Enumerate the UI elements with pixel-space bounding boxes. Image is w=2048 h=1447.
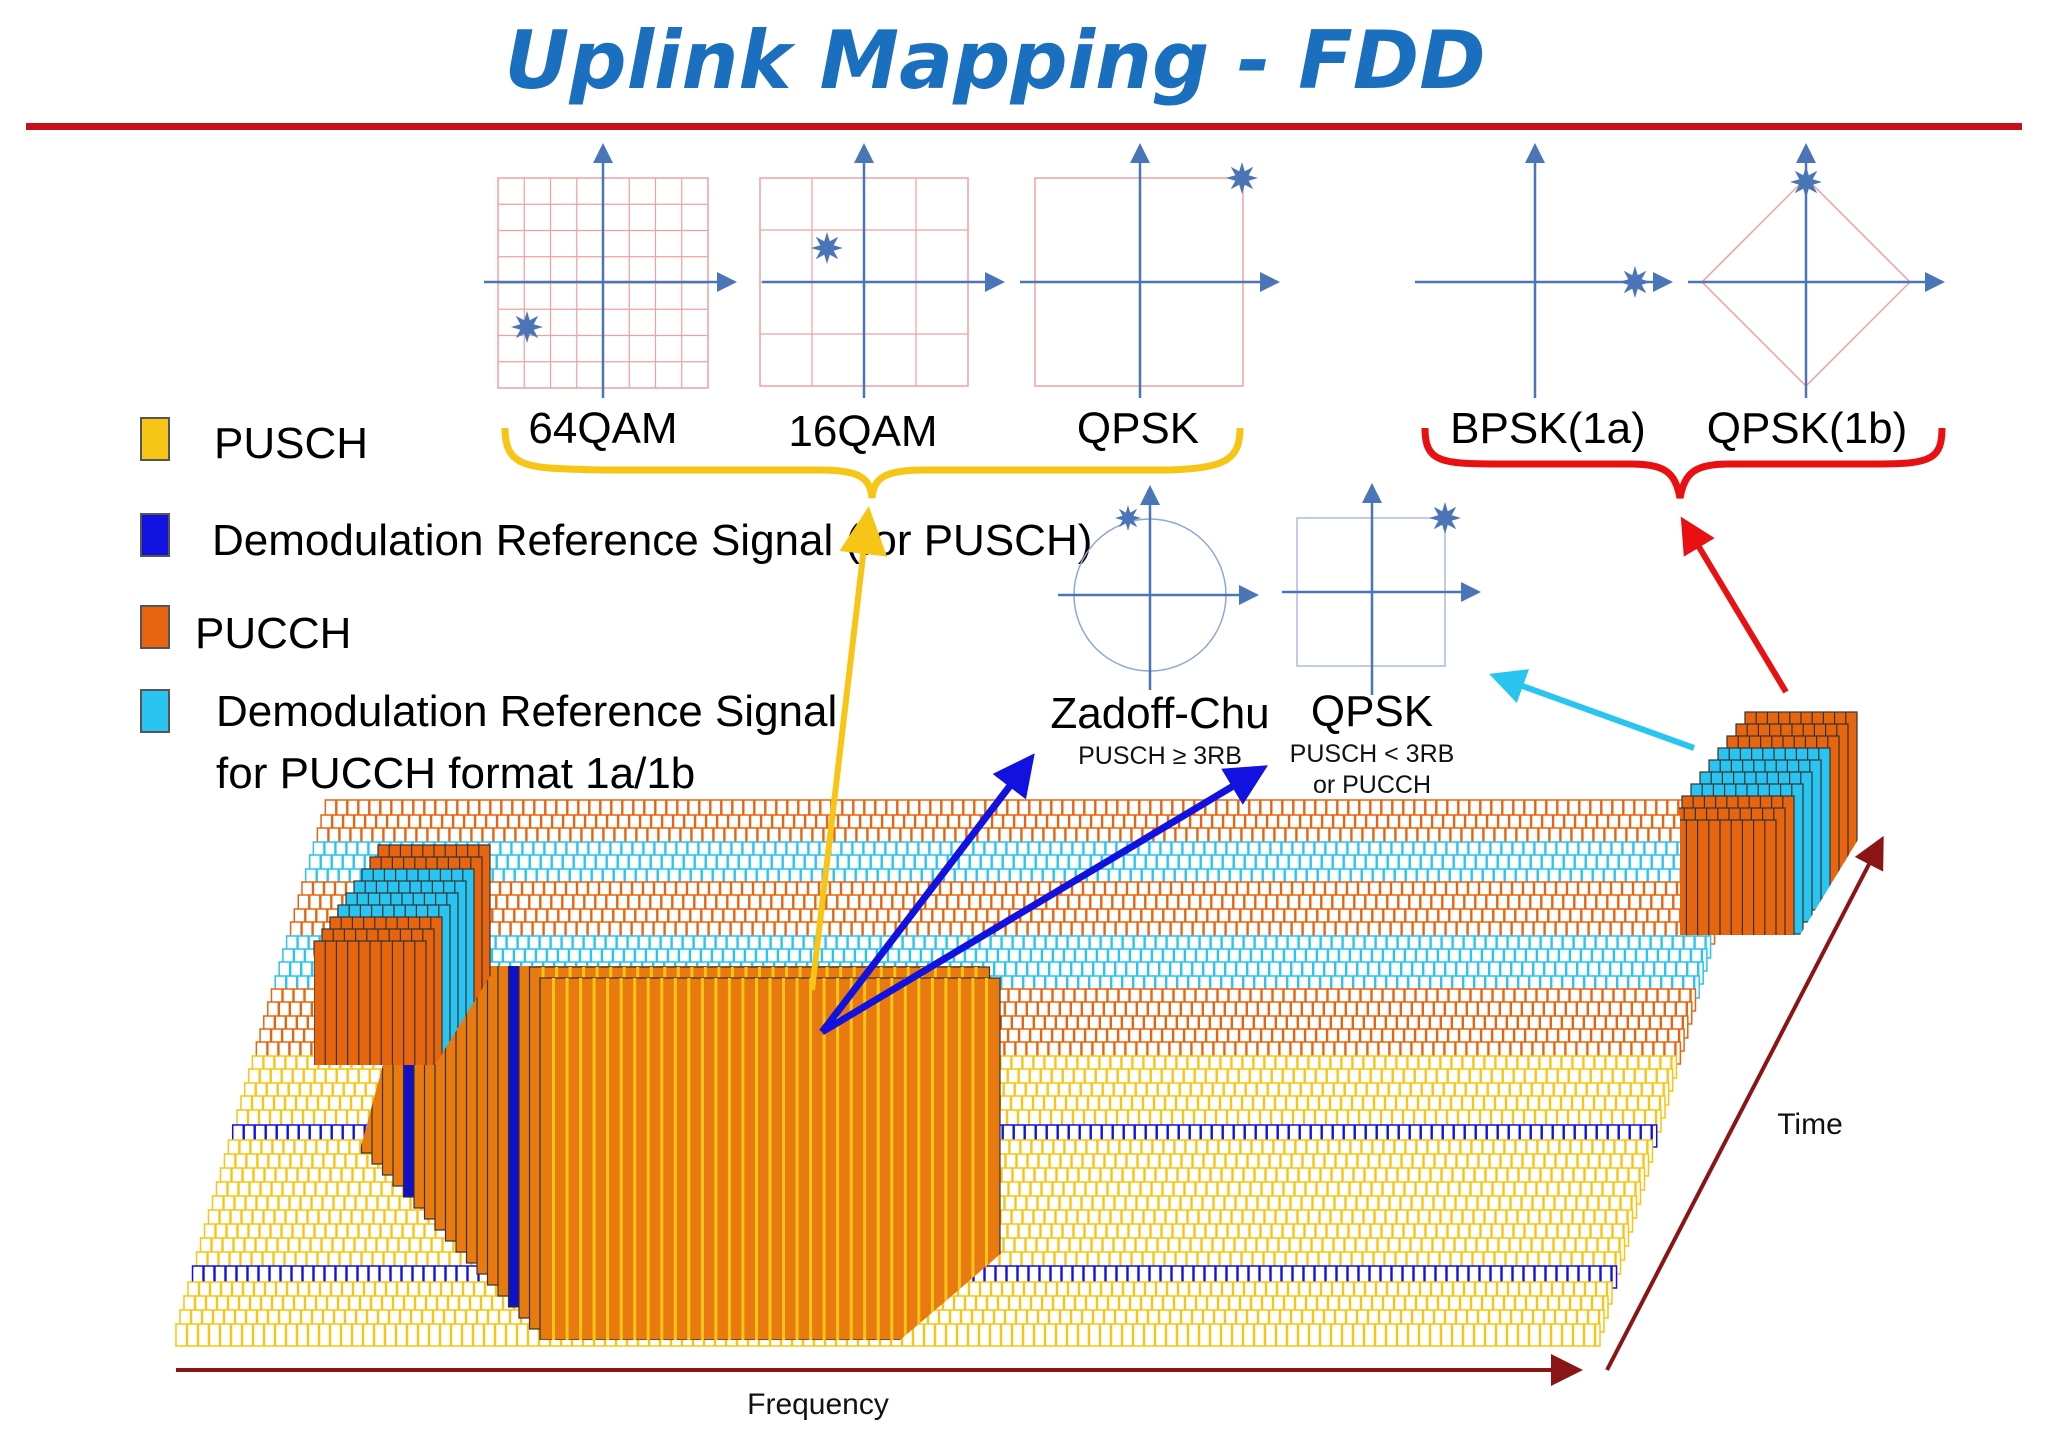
- label-qpsk: QPSK: [1077, 404, 1199, 453]
- legend-swatch-pusch: [140, 417, 170, 461]
- time-axis-arrow: [1605, 835, 1884, 1371]
- label-qpsk-1b: QPSK(1b): [1707, 404, 1908, 453]
- legend-label-dmrs-pucch-line2: for PUCCH format 1a/1b: [216, 749, 695, 798]
- time-axis-label: Time: [1777, 1108, 1843, 1141]
- legend-label-pusch: PUSCH: [214, 419, 368, 468]
- label-dmrs-qpsk: QPSK: [1311, 687, 1433, 736]
- label-bpsk-1a: BPSK(1a): [1450, 404, 1646, 453]
- legend-label-dmrs-pusch: Demodulation Reference Signal (for PUSCH…: [212, 516, 1092, 565]
- legend-swatch-dmrs-pucch: [140, 689, 170, 733]
- legend-swatch-pucch: [140, 605, 170, 649]
- label-16qam: 16QAM: [788, 407, 937, 456]
- legend-label-pucch: PUCCH: [195, 609, 351, 658]
- pusch-allocation-symbol: [539, 977, 1001, 1340]
- legend-swatch-dmrs-pusch: [140, 513, 170, 557]
- arrow-pucch-to-bpsk-qpsk: [1680, 516, 1789, 694]
- label-64qam: 64QAM: [528, 404, 677, 453]
- constellation-diagrams: [484, 143, 1945, 695]
- arrow-pusch-to-modulations: [809, 506, 888, 991]
- label-zadoff-chu: Zadoff-Chu: [1050, 689, 1269, 738]
- legend-label-dmrs-pucch-line1: Demodulation Reference Signal: [216, 687, 837, 736]
- star-icon: [1619, 266, 1651, 298]
- pucch-resource-right: [1670, 819, 1777, 935]
- brace-pucch-modulations: [1421, 427, 1946, 499]
- star-icon: [1429, 502, 1461, 534]
- label-zadoff-chu-note: PUSCH ≥ 3RB: [1078, 742, 1242, 770]
- star-icon: [511, 311, 543, 343]
- star-icon: [1115, 505, 1141, 531]
- star-icon: [811, 232, 843, 264]
- label-dmrs-qpsk-note2: or PUCCH: [1313, 771, 1431, 799]
- constellation-bpsk-1a: [1415, 143, 1673, 398]
- constellation-16qam: [759, 143, 1005, 398]
- title-rule: [26, 123, 2022, 130]
- constellation-dmrs-qpsk: [1282, 483, 1481, 695]
- resource-grid: [175, 711, 1858, 1347]
- constellation-64qam: [484, 143, 737, 398]
- brace-pusch-modulations: [501, 427, 1244, 499]
- arrow-pucch-dmrs-to-qpsk: [1489, 669, 1696, 751]
- constellation-qpsk-1b: [1688, 143, 1945, 398]
- arrow-dmrs-to-zadoff-chu: [819, 753, 1035, 1035]
- constellation-zadoff-chu: [1058, 485, 1259, 690]
- legend: PUSCH Demodulation Reference Signal (for…: [140, 417, 1092, 798]
- label-dmrs-qpsk-note1: PUSCH < 3RB: [1290, 740, 1455, 768]
- star-icon: [1226, 162, 1258, 194]
- constellation-qpsk: [1020, 143, 1280, 398]
- arrow-dmrs-to-qpsk: [820, 765, 1269, 1036]
- star-icon: [1790, 166, 1822, 198]
- pucch-resource-left: [313, 940, 427, 1065]
- frequency-axis-label: Frequency: [747, 1388, 889, 1421]
- page-title: Uplink Mapping - FDD: [504, 14, 1485, 107]
